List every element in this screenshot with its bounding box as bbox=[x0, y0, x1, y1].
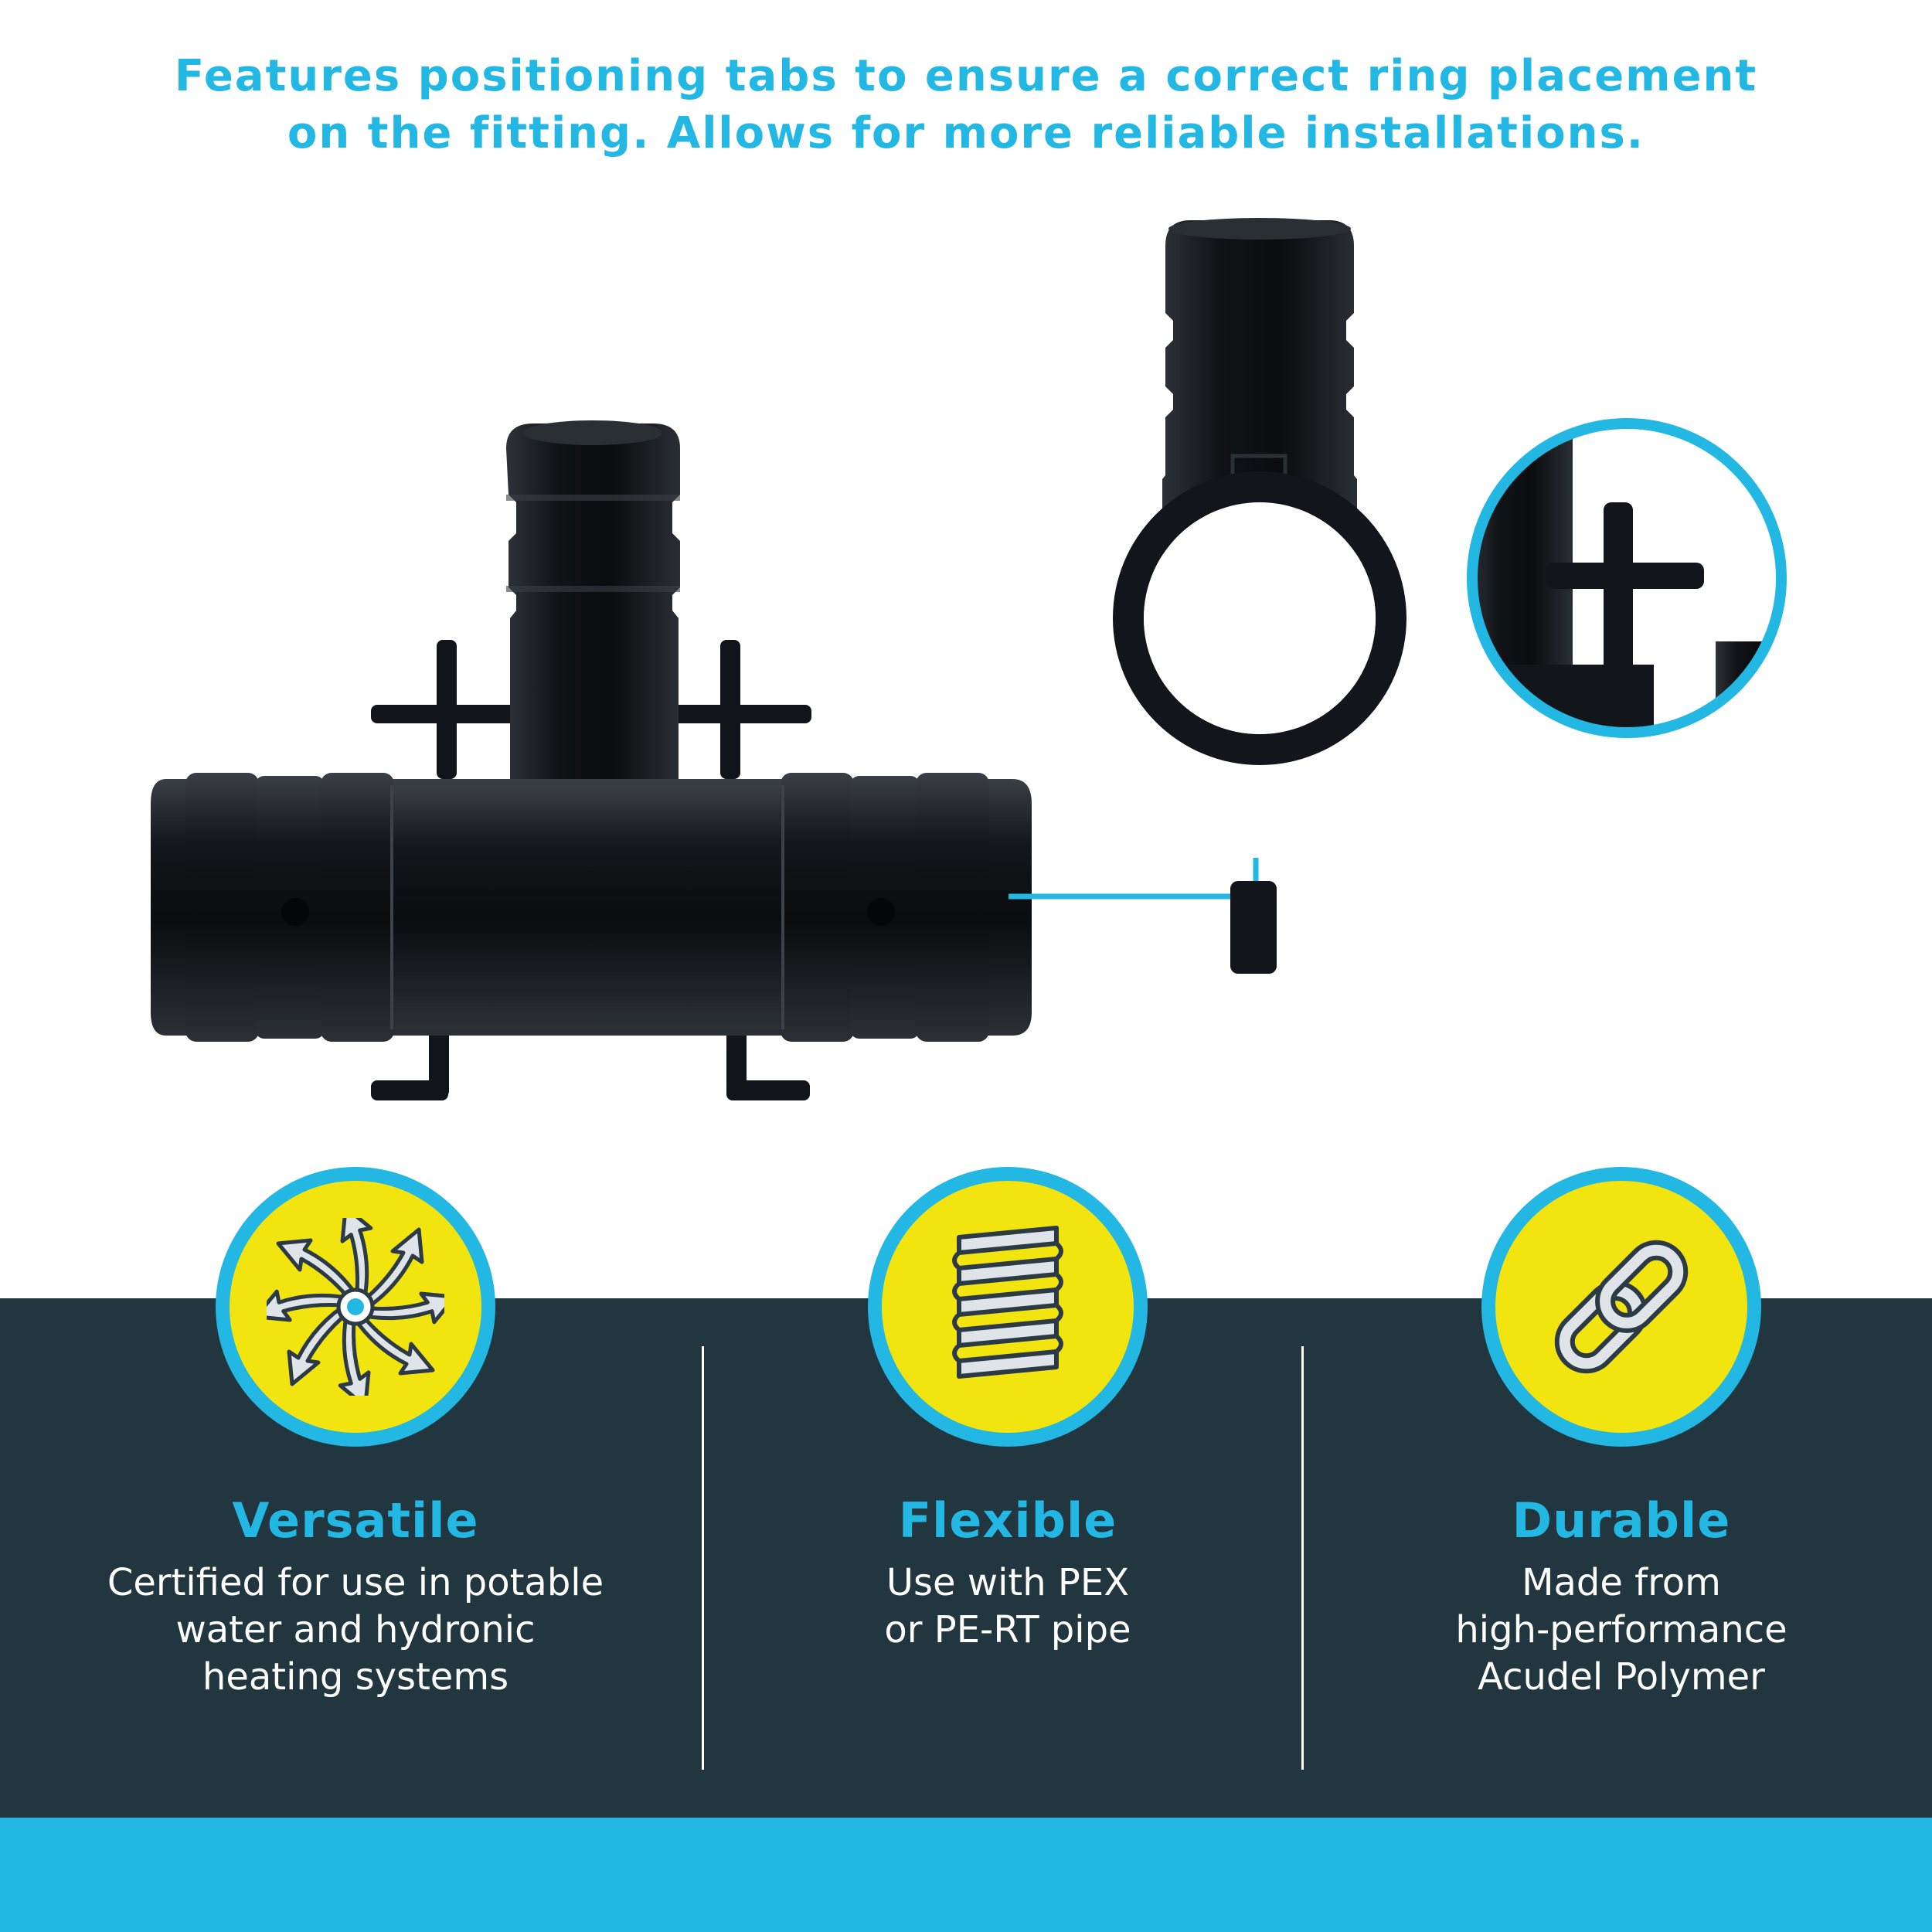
feature-durable: Durable Made from high-performance Acude… bbox=[1320, 1167, 1923, 1701]
zoom-detail bbox=[1467, 418, 1787, 738]
feature-title: Durable bbox=[1512, 1492, 1731, 1549]
tee-branch bbox=[506, 420, 680, 796]
feature-description: Certified for use in potable water and h… bbox=[54, 1560, 657, 1701]
column-divider bbox=[1301, 1346, 1304, 1770]
feature-description: Made from high-performance Acudel Polyme… bbox=[1320, 1560, 1923, 1701]
feature-description-line: Certified for use in potable bbox=[107, 1561, 604, 1604]
spring-coil-icon bbox=[952, 1226, 1063, 1379]
feature-description: Use with PEX or PE-RT pipe bbox=[706, 1560, 1309, 1654]
feature-flexible: Flexible Use with PEX or PE-RT pipe bbox=[706, 1167, 1309, 1654]
headline: Features positioning tabs to ensure a co… bbox=[0, 48, 1932, 162]
positioning-tab-top-right bbox=[657, 640, 811, 779]
headline-line-1: Features positioning tabs to ensure a co… bbox=[174, 51, 1758, 101]
tee-fitting bbox=[151, 420, 1032, 1100]
feature-title: Flexible bbox=[898, 1492, 1117, 1549]
feature-description-line: Made from bbox=[1522, 1561, 1721, 1604]
feature-description-line: high-performance bbox=[1455, 1608, 1787, 1651]
chain-link-icon bbox=[1554, 1240, 1689, 1374]
feature-description-line: water and hydronic bbox=[175, 1608, 536, 1651]
product-illustration bbox=[151, 218, 1787, 1100]
ring-fitting bbox=[1113, 218, 1406, 974]
feature-versatile: Versatile Certified for use in potable w… bbox=[54, 1167, 657, 1701]
feature-description-line: Acudel Polymer bbox=[1478, 1655, 1765, 1699]
footer-band bbox=[0, 1818, 1932, 1932]
tee-run bbox=[151, 773, 1032, 1042]
feature-description-line: Use with PEX bbox=[886, 1561, 1130, 1604]
feature-badge bbox=[868, 1167, 1148, 1447]
positioning-tab-top-left bbox=[371, 640, 526, 779]
callout-line bbox=[1009, 858, 1259, 900]
column-divider bbox=[702, 1346, 704, 1770]
feature-badge bbox=[1481, 1167, 1761, 1447]
headline-line-2: on the fitting. Allows for more reliable… bbox=[287, 108, 1645, 158]
feature-badge bbox=[216, 1167, 495, 1447]
feature-description-line: heating systems bbox=[202, 1655, 509, 1699]
feature-title: Versatile bbox=[232, 1492, 479, 1549]
feature-description-line: or PE-RT pipe bbox=[884, 1608, 1131, 1651]
expansion-arrows-icon bbox=[267, 1218, 444, 1396]
